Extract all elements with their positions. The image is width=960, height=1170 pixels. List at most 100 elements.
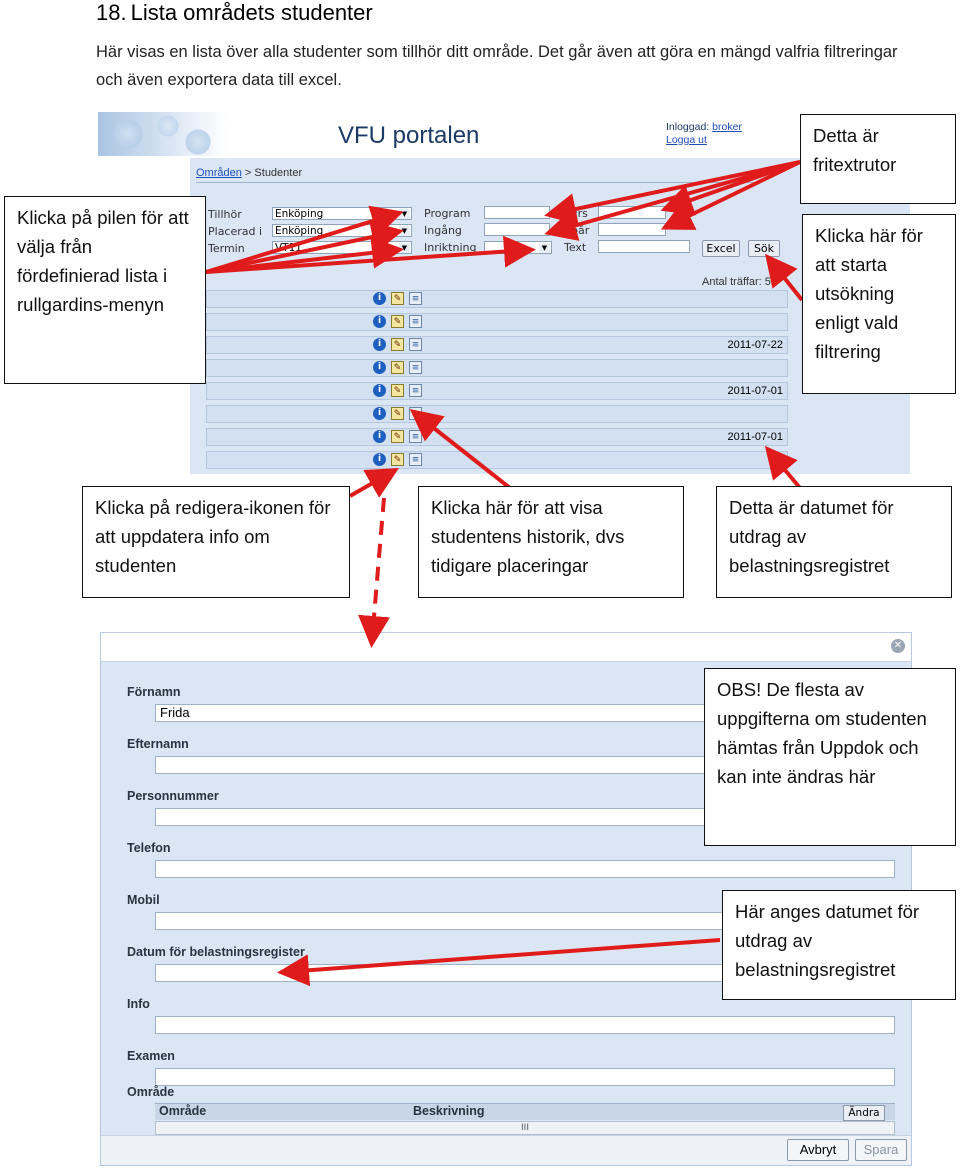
examen-field[interactable] [155, 1068, 895, 1086]
examen-label: Examen [127, 1049, 175, 1063]
row-date: 2011-07-22 [727, 339, 783, 351]
program-input[interactable] [484, 206, 550, 219]
info-icon[interactable]: i [373, 430, 386, 443]
close-icon[interactable]: ✕ [891, 639, 905, 653]
logged-in-user-link[interactable]: broker [712, 121, 742, 133]
callout-sok: Klicka här för att starta utsökning enli… [802, 214, 956, 394]
callout-datum: Detta är datumet för utdrag av belastnin… [716, 486, 952, 598]
info-label: Info [127, 997, 150, 1011]
omrade-label: Område [127, 1085, 175, 1099]
save-button[interactable]: Spara [855, 1139, 907, 1161]
placerad-value: Enköping [275, 225, 324, 237]
inriktning-select[interactable]: ▼ [484, 241, 552, 254]
login-info: Inloggad: broker Logga ut [666, 121, 742, 147]
cancel-button[interactable]: Avbryt [787, 1139, 849, 1161]
dropdown-arrow-icon[interactable]: ▼ [539, 243, 550, 253]
info-icon[interactable]: i [373, 292, 386, 305]
edit-icon[interactable]: ✎ [391, 315, 404, 328]
spar-input[interactable] [598, 223, 666, 236]
breadcrumb-separator: > [244, 167, 252, 179]
dialog-titlebar [101, 633, 911, 662]
info-icon[interactable]: i [373, 453, 386, 466]
ingang-input[interactable] [484, 223, 550, 236]
edit-icon[interactable]: ✎ [391, 292, 404, 305]
breadcrumb-current: Studenter [254, 167, 303, 179]
table-row[interactable]: i ✎ ≡ [206, 405, 788, 423]
placerad-select[interactable]: Enköping ▼ [272, 224, 412, 237]
table-row[interactable]: i ✎ ≡ [206, 451, 788, 469]
info-icon[interactable]: i [373, 384, 386, 397]
edit-icon[interactable]: ✎ [391, 384, 404, 397]
edit-icon[interactable]: ✎ [391, 407, 404, 420]
edit-icon[interactable]: ✎ [391, 361, 404, 374]
excel-button[interactable]: Excel [702, 240, 740, 257]
horizontal-scrollbar[interactable]: III [155, 1121, 895, 1135]
termin-select[interactable]: VT11▼ [272, 241, 412, 254]
search-button[interactable]: Sök [748, 240, 780, 257]
info-icon[interactable]: i [373, 338, 386, 351]
table-row[interactable]: i ✎ ≡ [206, 313, 788, 331]
dropdown-arrow-icon[interactable]: ▼ [399, 226, 410, 236]
program-label: Program [424, 207, 471, 220]
logged-in-label: Inloggad: [666, 121, 710, 133]
breadcrumb-omraden[interactable]: Områden [196, 167, 242, 179]
history-icon[interactable]: ≡ [409, 384, 422, 397]
table-row[interactable]: i✎≡2011-07-01 [206, 428, 788, 446]
andra-button[interactable]: Ändra [843, 1105, 885, 1121]
termin-label: Termin [208, 242, 245, 255]
telefon-field[interactable] [155, 860, 895, 878]
grid-col-beskrivning: Beskrivning [413, 1104, 485, 1118]
table-row[interactable]: i ✎ ≡ 2011-07-22 [206, 336, 788, 354]
mobil-label: Mobil [127, 893, 160, 907]
history-icon[interactable]: ≡ [409, 292, 422, 305]
info-field[interactable] [155, 1016, 895, 1034]
callout-pilen: Klicka på pilen för att välja från förde… [4, 196, 206, 384]
info-icon[interactable]: i [373, 407, 386, 420]
placerad-label: Placerad i [208, 225, 263, 238]
hit-count: Antal träffar: 57 [702, 276, 778, 288]
app-title: VFU portalen [338, 122, 480, 149]
telefon-label: Telefon [127, 841, 171, 855]
history-icon[interactable]: ≡ [409, 430, 422, 443]
spar-label: Spår [564, 224, 590, 237]
history-icon[interactable]: ≡ [409, 315, 422, 328]
callout-obs: OBS! De flesta av uppgifterna om student… [704, 668, 956, 846]
history-icon[interactable]: ≡ [409, 361, 422, 374]
edit-icon[interactable]: ✎ [391, 338, 404, 351]
banner-graphic [98, 112, 228, 156]
omrade-grid-header: Område Beskrivning [155, 1103, 895, 1120]
history-icon[interactable]: ≡ [409, 453, 422, 466]
arrow-line [349, 468, 399, 498]
text-label: Text [564, 241, 587, 254]
callout-fritext: Detta är fritextrutor [800, 114, 956, 204]
info-icon[interactable]: i [373, 361, 386, 374]
section-title: Lista områdets studenter [130, 0, 373, 25]
table-row[interactable]: i ✎ ≡ [206, 359, 788, 377]
row-date: 2011-07-01 [727, 385, 783, 397]
history-icon[interactable]: ≡ [409, 407, 422, 420]
history-icon[interactable]: ≡ [409, 338, 422, 351]
callout-anges: Här anges datumet för utdrag av belastni… [722, 890, 956, 1000]
efternamn-label: Efternamn [127, 737, 189, 751]
grid-col-omrade: Område [159, 1104, 207, 1118]
table-row[interactable]: i ✎ ≡ [206, 290, 788, 308]
belastningsregister-label: Datum för belastningsregister [127, 945, 305, 959]
edit-icon[interactable]: ✎ [391, 453, 404, 466]
kurs-input[interactable] [598, 206, 666, 219]
table-row[interactable]: i ✎ ≡ 2011-07-01 [206, 382, 788, 400]
text-input[interactable] [598, 240, 690, 253]
callout-redigera: Klicka på redigera-ikonen för att uppdat… [82, 486, 350, 598]
dialog-footer [101, 1135, 911, 1165]
personnummer-label: Personnummer [127, 789, 219, 803]
tillhor-value: Enköping [275, 208, 324, 220]
dropdown-arrow-icon[interactable]: ▼ [399, 209, 410, 219]
tillhor-select[interactable]: Enköping ▼ [272, 207, 412, 220]
ingang-label: Ingång [424, 224, 462, 237]
dropdown-arrow-icon[interactable]: ▼ [399, 243, 410, 253]
logout-link[interactable]: Logga ut [666, 134, 707, 146]
edit-icon[interactable]: ✎ [391, 430, 404, 443]
intro-paragraph: Här visas en lista över alla studenter s… [96, 43, 898, 89]
info-icon[interactable]: i [373, 315, 386, 328]
breadcrumb: Områden > Studenter [196, 167, 302, 179]
inriktning-label: Inriktning [424, 241, 477, 254]
